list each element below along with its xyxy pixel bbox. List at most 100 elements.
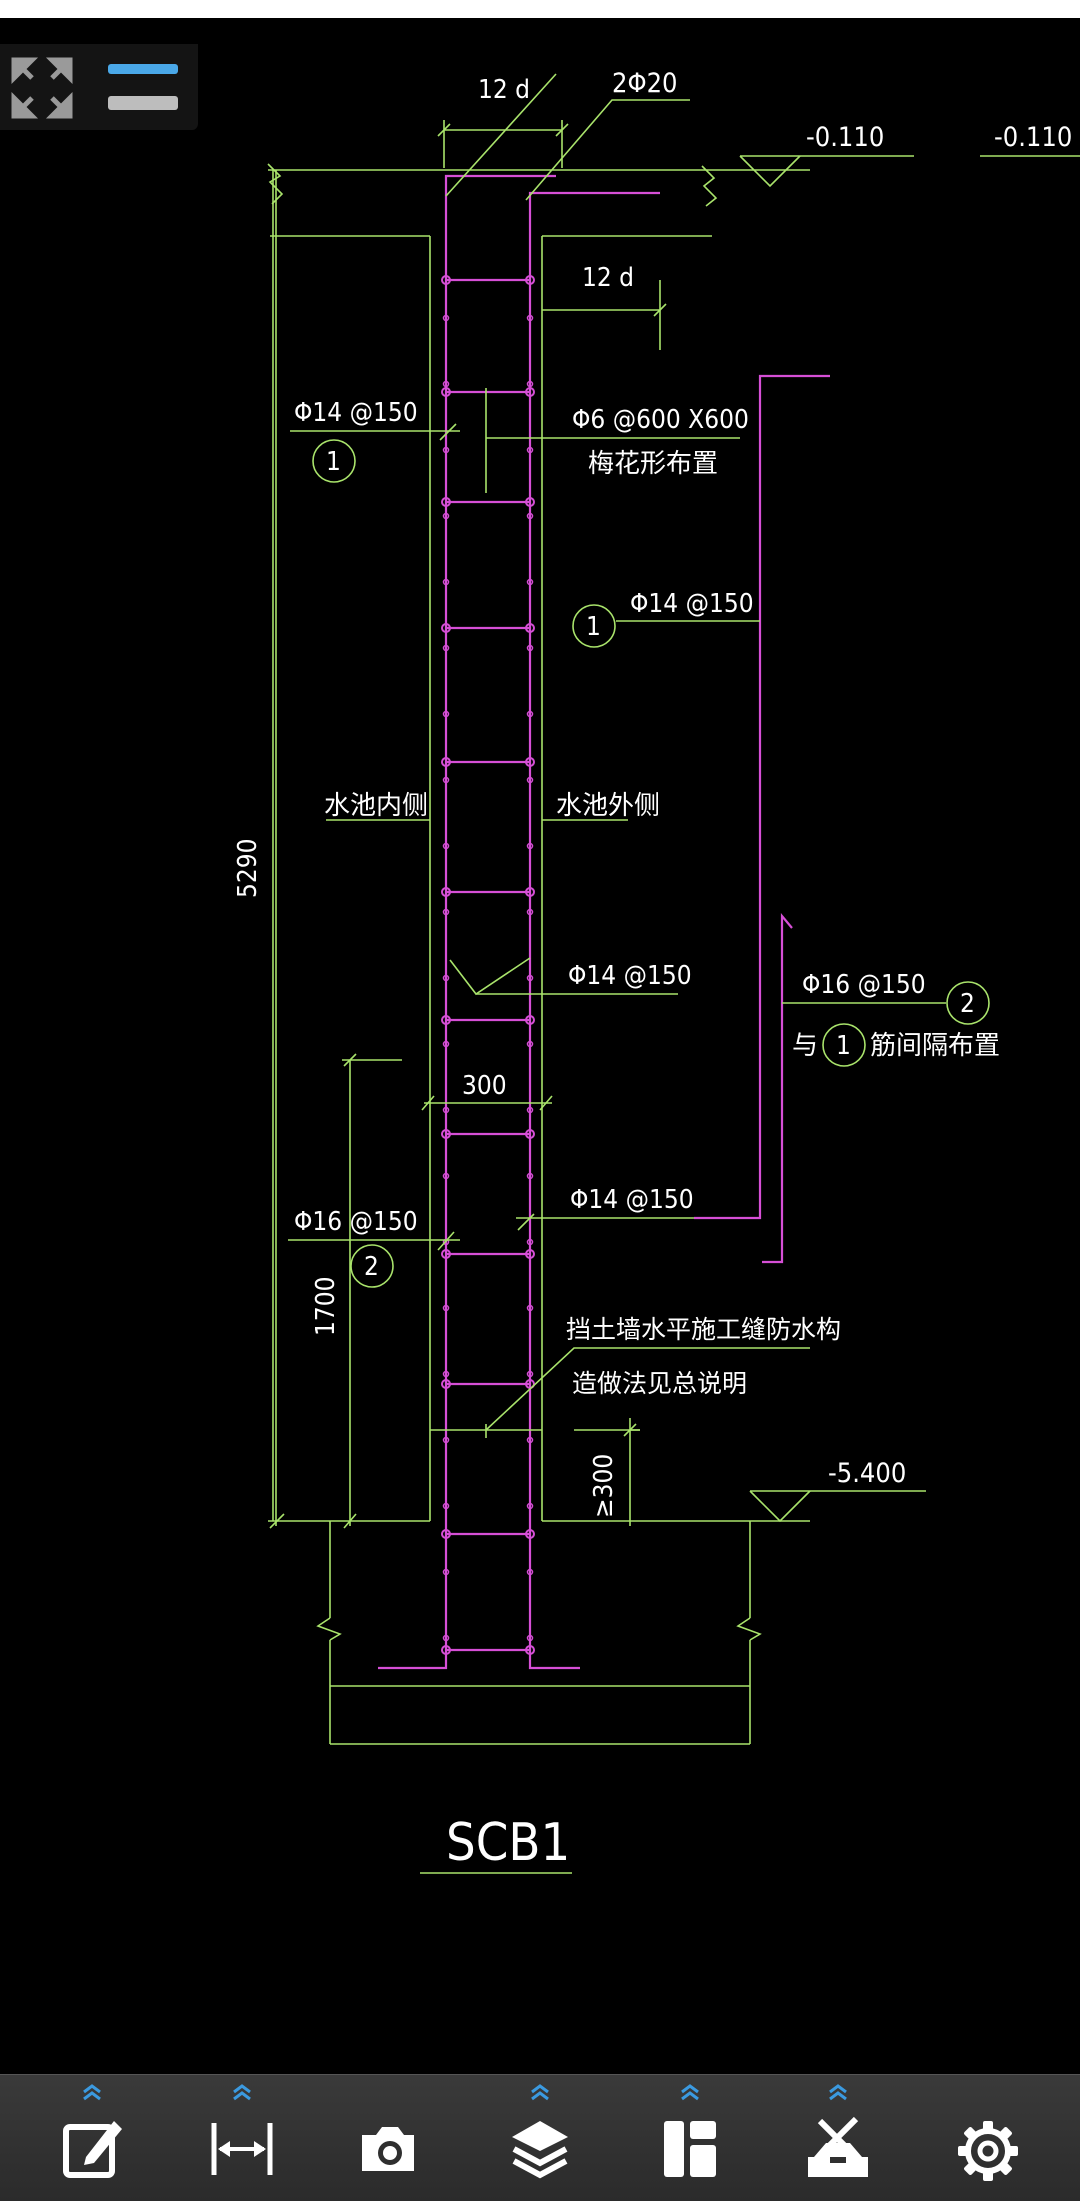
rebar-dot <box>442 578 450 586</box>
rebar-dot <box>441 887 451 897</box>
chevron-up-icon <box>681 2084 699 2101</box>
rebar-dot <box>526 446 534 454</box>
rebar-dot <box>441 1645 451 1655</box>
dimension-lines <box>269 73 1080 1874</box>
rebar-dot <box>442 1370 450 1378</box>
drawing-viewport[interactable]: 12 d 2Φ20 -0.110 -0.110 12 d Φ14 @150 1 … <box>0 18 1080 2074</box>
drawing-text: 12 d 2Φ20 -0.110 -0.110 12 d Φ14 @150 1 … <box>233 68 1072 1873</box>
chevron-up-icon <box>83 2084 101 2101</box>
circle-1-left: 1 <box>326 447 341 477</box>
rebar-dot <box>441 387 451 397</box>
rebar-dots <box>441 275 535 1655</box>
rebar-dot <box>525 1529 535 1539</box>
rebar-dot <box>441 1129 451 1139</box>
chevron-up-icon <box>531 2084 549 2101</box>
rebar-dot <box>442 1040 450 1048</box>
rebar-dot <box>525 497 535 507</box>
rebar-dot <box>442 1568 450 1576</box>
rebar-dot <box>526 1304 534 1312</box>
rebar-dot <box>526 842 534 850</box>
concrete-outline <box>267 163 810 1745</box>
rebar-lines <box>378 174 830 1670</box>
rebar-dot <box>526 1040 534 1048</box>
rebar-dot <box>441 1379 451 1389</box>
layers-icon <box>512 2121 568 2179</box>
elevation-bottom: -5.400 <box>828 1458 906 1489</box>
rebar-dot <box>442 314 450 322</box>
rebar-dot <box>526 314 534 322</box>
edit-pencil-icon <box>63 2121 122 2178</box>
bar-label-left-2: Φ16 @150 <box>294 1207 418 1237</box>
alt-suffix: 筋间隔布置 <box>870 1031 1000 1061</box>
note-line-2: 造做法见总说明 <box>572 1369 747 1398</box>
rebar-dot <box>526 1172 534 1180</box>
tie-note-label: 梅花形布置 <box>588 449 718 479</box>
label-outer-side: 水池外侧 <box>556 791 660 821</box>
rebar-dot <box>442 512 450 520</box>
rebar-dot <box>526 1106 534 1114</box>
bar-label-left-1: Φ14 @150 <box>294 398 418 428</box>
cad-drawing-canvas[interactable]: 12 d 2Φ20 -0.110 -0.110 12 d Φ14 @150 1 … <box>0 18 1080 2074</box>
gear-icon <box>958 2121 1018 2181</box>
rebar-dot <box>526 710 534 718</box>
status-bar <box>0 0 1080 18</box>
alt-prefix: 与 <box>792 1031 818 1061</box>
rebar-dot <box>526 1370 534 1378</box>
chevron-up-icon <box>829 2084 847 2101</box>
drawing-title: SCB1 <box>446 1813 570 1873</box>
rebar-dot <box>441 497 451 507</box>
toolbar-screenshot[interactable] <box>328 2075 448 2201</box>
toolbar-annotate[interactable] <box>32 2075 152 2201</box>
rebar-dot <box>442 446 450 454</box>
circle-2-left: 2 <box>364 1252 379 1282</box>
camera-icon <box>362 2127 414 2171</box>
layer-bar-inactive <box>108 96 178 110</box>
rebar-dot <box>525 887 535 897</box>
bar-label-right-2: Φ16 @150 <box>802 970 926 1000</box>
bar-label-mid-2: Φ14 @150 <box>570 1185 694 1215</box>
toolbar-layers[interactable] <box>480 2075 600 2201</box>
elevation-top-1: -0.110 <box>806 122 884 153</box>
rebar-dot <box>442 1502 450 1510</box>
rebar-dot <box>526 578 534 586</box>
rebar-dot <box>441 1529 451 1539</box>
circle-1-alt: 1 <box>836 1031 851 1061</box>
bottom-toolbar <box>0 2074 1080 2201</box>
rebar-dot <box>441 757 451 767</box>
toolbar-layout[interactable] <box>630 2075 750 2201</box>
toolbar-tools[interactable] <box>778 2075 898 2201</box>
rebar-dot <box>442 380 450 388</box>
rebar-dot <box>526 974 534 982</box>
rebar-dot <box>442 776 450 784</box>
rebar-dot <box>441 623 451 633</box>
tie-bars <box>446 278 530 1652</box>
rebar-dot <box>525 623 535 633</box>
rebar-dot <box>526 512 534 520</box>
elevation-top-2: -0.110 <box>994 122 1072 153</box>
view-controls-panel <box>0 44 198 130</box>
rebar-dot <box>442 974 450 982</box>
reference-circles <box>312 439 990 1288</box>
rebar-dot <box>526 908 534 916</box>
toolbar-settings[interactable] <box>928 2075 1048 2201</box>
toolbar-measure[interactable] <box>182 2075 302 2201</box>
note-line-1: 挡土墙水平施工缝防水构 <box>566 1315 841 1344</box>
rebar-dot <box>526 1502 534 1510</box>
dim-300: 300 <box>462 1071 507 1101</box>
rebar-dot <box>526 644 534 652</box>
chevron-up-icon <box>233 2084 251 2101</box>
rebar-dot <box>442 1172 450 1180</box>
dim-12d-top: 12 d <box>478 75 530 105</box>
rebar-dot <box>442 1436 450 1444</box>
rebar-dot <box>525 757 535 767</box>
rebar-dot <box>442 842 450 850</box>
dim-5290: 5290 <box>233 838 263 898</box>
fullscreen-expand-icon[interactable] <box>10 56 74 120</box>
label-inner-side: 水池内侧 <box>324 791 428 821</box>
rebar-dot <box>525 1249 535 1259</box>
rebar-dot <box>525 1129 535 1139</box>
layer-bars-icon[interactable] <box>108 64 178 114</box>
rebar-dot <box>442 1634 450 1642</box>
tie-bar-label: Φ6 @600 X600 <box>572 405 749 435</box>
rebar-dot <box>442 908 450 916</box>
